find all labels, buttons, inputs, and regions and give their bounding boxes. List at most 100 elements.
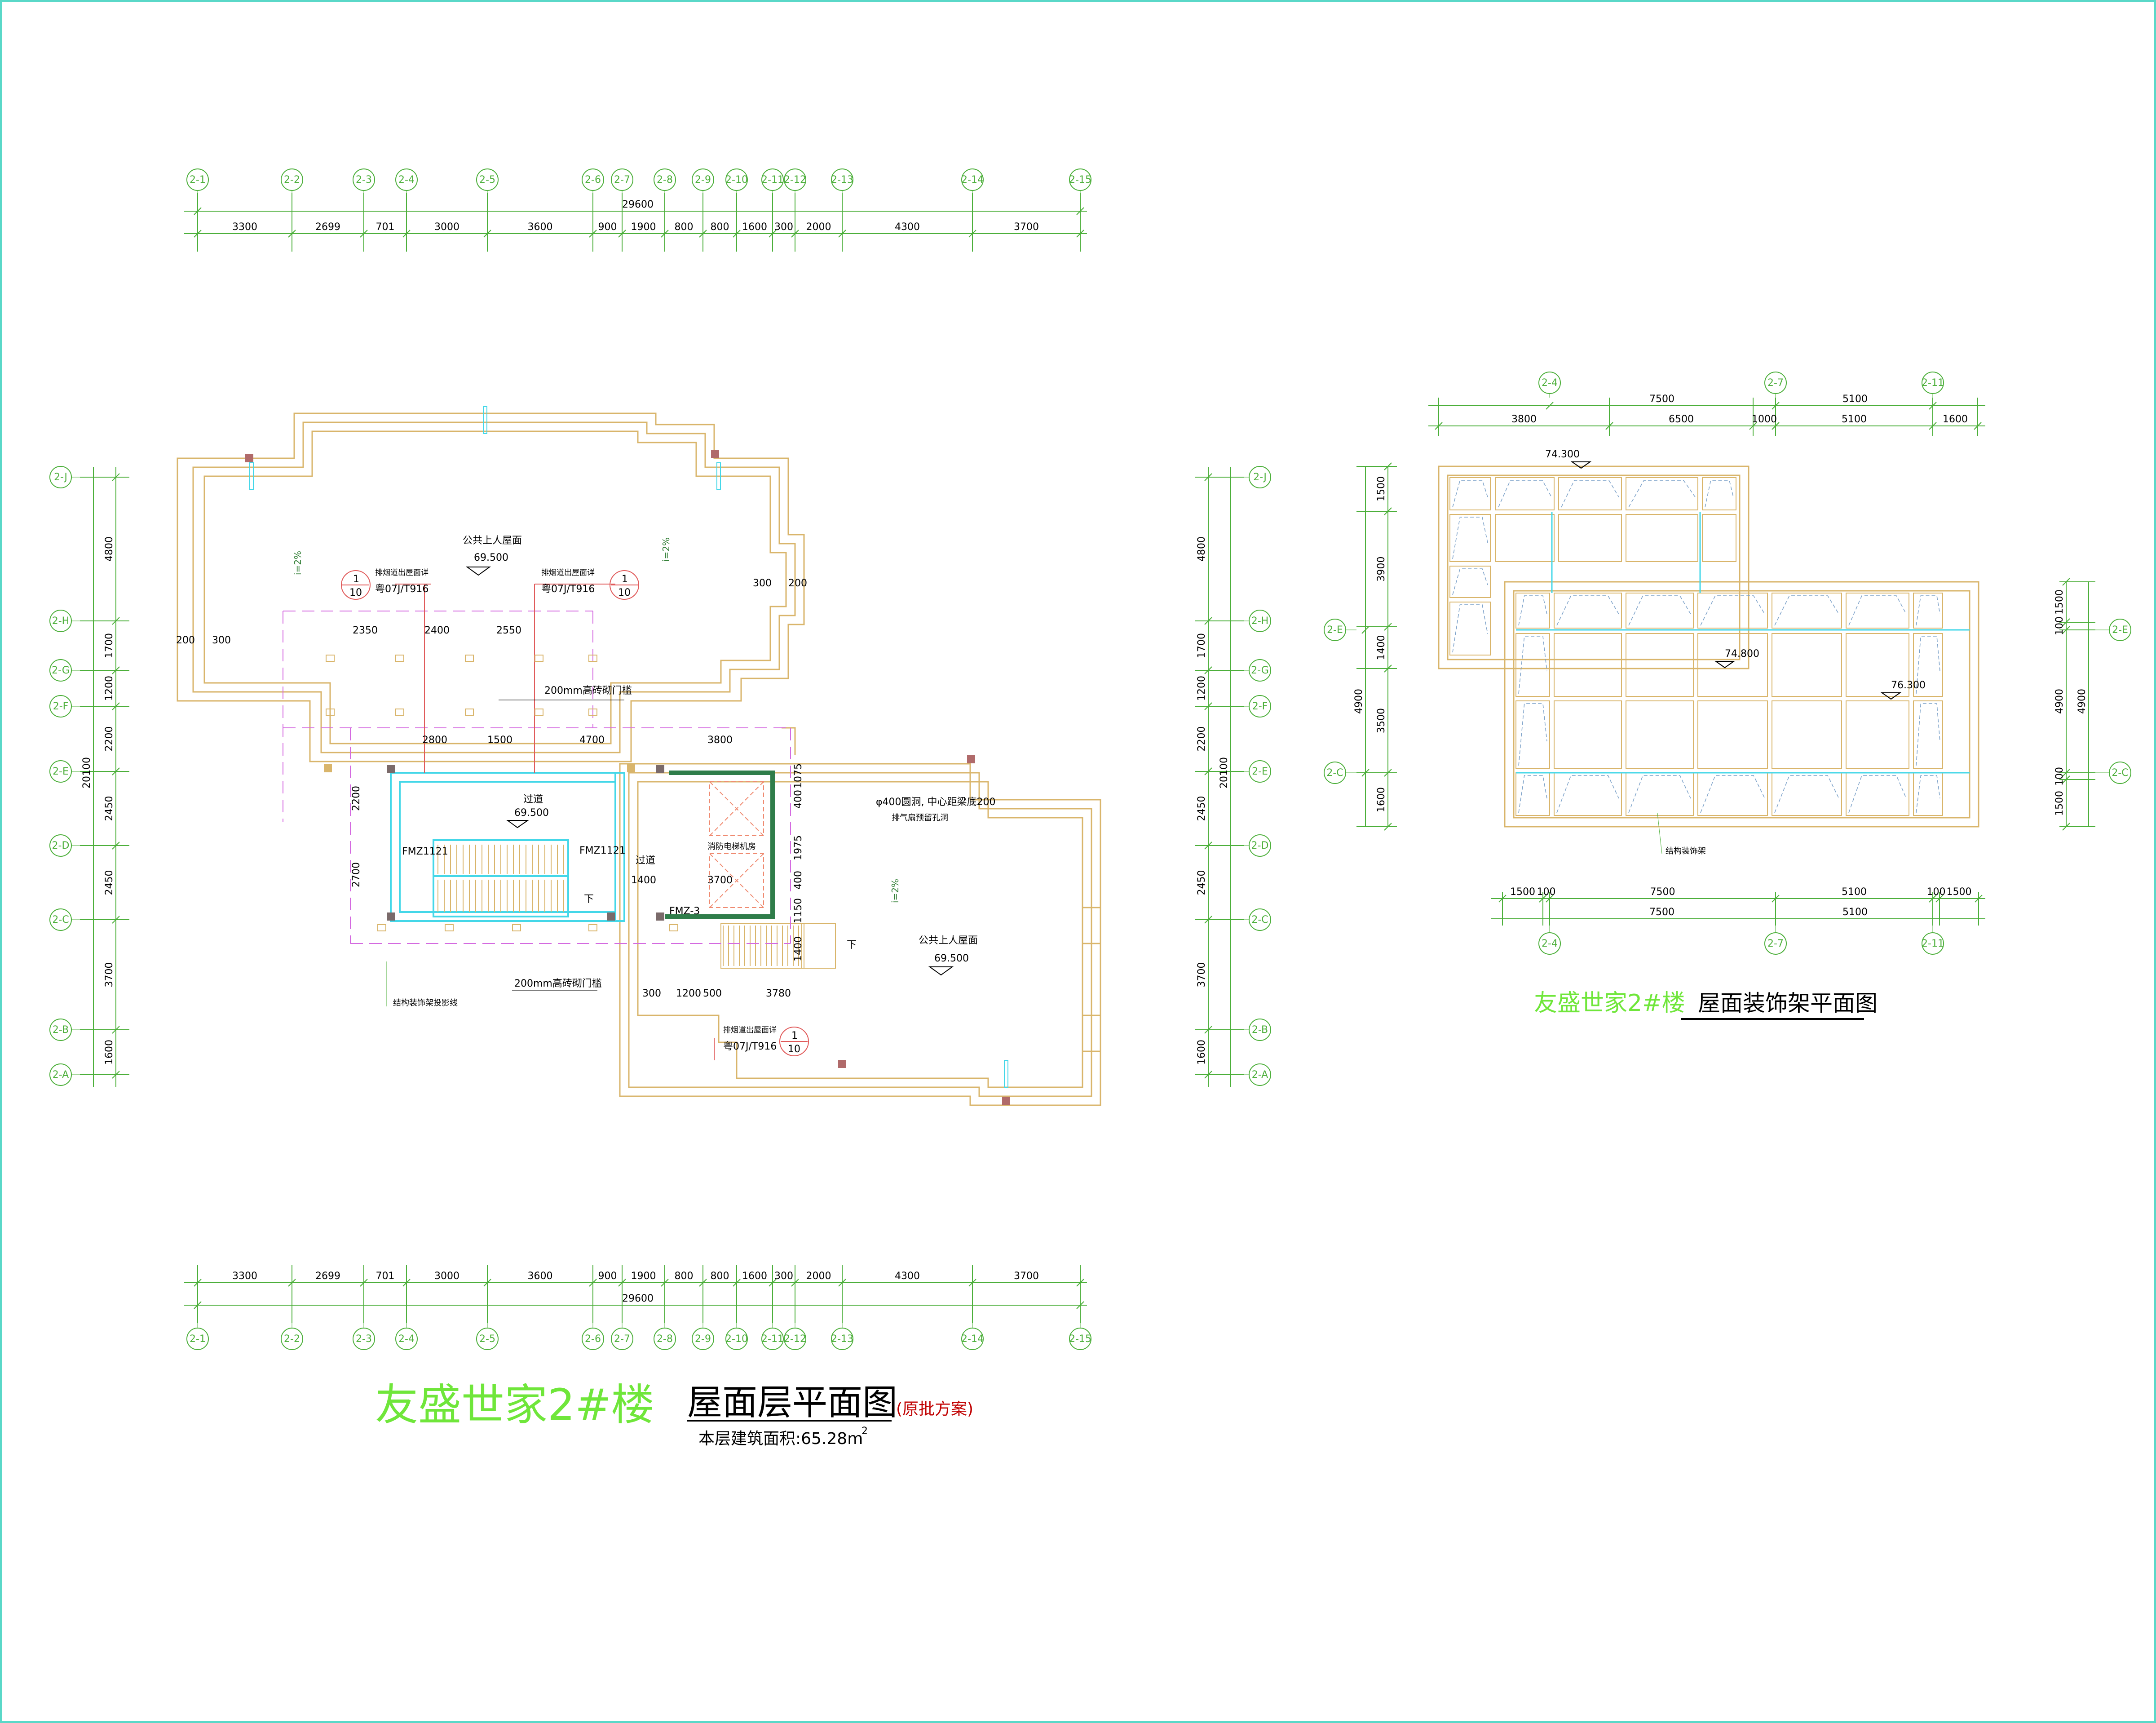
svg-text:排烟道出屋面详: 排烟道出屋面详 [541,568,595,577]
frame-cell [1495,514,1555,562]
dim-tick [1384,769,1392,777]
dim-text: 2550 [496,625,521,636]
axis-bubble [961,168,984,191]
axis-label: 2-12 [784,174,806,186]
dim-tick [1384,507,1392,515]
column [838,1060,846,1068]
dim-tick [194,207,202,215]
dim-text: 800 [711,1271,729,1282]
axis-label: 2-A [1252,1069,1268,1081]
dim-text: 1600 [104,1040,115,1065]
axis-label: 2-5 [479,1333,495,1345]
column [387,765,395,773]
roof-drain [395,655,404,662]
threshold-note-a: 200mm高砖砌门槛 [544,685,632,696]
frame-brace [1774,775,1839,813]
stair-down-2: 下 [847,939,857,951]
roof-drain [588,655,597,662]
area-superscript: 2 [862,1426,868,1437]
axis-bubble [353,1328,375,1350]
axis-label: 2-8 [657,174,673,186]
elev-marker [928,966,954,976]
dim-tick [1204,1026,1212,1034]
axis-label: 2-3 [356,174,372,186]
dim-text: 3700 [707,875,733,886]
axis-label: 2-H [1251,616,1268,627]
dim-text: 1400 [793,936,804,961]
axis-bubble [692,1328,714,1350]
dim-text: 2200 [1196,726,1207,752]
dim-text: 6500 [1669,414,1694,425]
svg-text:1: 1 [791,1030,798,1041]
dim-total: 20100 [81,757,93,788]
dim-text: 300 [774,1271,793,1282]
slope-mid: i=2% [890,879,901,903]
frame-cell [1515,593,1550,629]
frame-cell [1772,700,1842,769]
dim-text: 1900 [631,221,656,233]
column [1002,1097,1010,1105]
dim-text: 4300 [895,221,920,233]
dim-text: 1500 [1510,886,1535,898]
dim-tick [1975,895,1983,903]
frame-brace [1498,480,1552,508]
roof-drain [669,924,678,931]
axis-bubble [186,1328,209,1350]
threshold-note-b: 200mm高砖砌门槛 [514,978,602,989]
dim-text: 1075 [793,763,804,788]
frame-cell [1515,772,1550,816]
svg-text:粤07J/T916: 粤07J/T916 [375,584,429,595]
axis-bubble [353,168,375,191]
frame-brace [1916,775,1940,813]
dim-tick [791,230,799,238]
frame-cell [1515,633,1550,697]
axis-label: 2-10 [725,174,748,186]
dim-tick [2062,823,2070,831]
axis-label: 2-7 [614,1333,630,1345]
dim-tick [1772,895,1780,903]
frame-cell [1626,593,1694,629]
svg-text:10: 10 [618,587,631,598]
frame-brace [1556,775,1619,813]
dim-text: 1500 [2054,589,2065,615]
frame-cell [1515,700,1550,769]
axis-label: 2-15 [1069,174,1091,186]
dim-tick [1361,626,1370,634]
dim-tick [2062,775,2070,784]
column [324,764,332,772]
axis-label: 2-G [1251,665,1269,676]
dim-tick [618,230,626,238]
stair-down-1: 下 [584,894,594,905]
frame-cell [1846,593,1909,629]
dim-tick [288,230,296,238]
dim-tick [1605,422,1613,430]
dim-tick [661,230,669,238]
dim-tick [112,1026,120,1034]
dim-text: 2000 [806,1271,831,1282]
dim-text: 800 [711,221,729,233]
frame-cell [1913,700,1943,769]
dim-text: 1200 [1196,676,1207,701]
elevator-shaft-marks [709,781,764,908]
axis-bubble [761,168,784,191]
frame-cell [1697,593,1768,629]
dim-tick [2062,578,2070,586]
overflow-pipe [716,462,721,490]
dim-text: 5100 [1842,394,1868,405]
axis-label: 2-13 [831,174,853,186]
axis-label: 2-9 [695,1333,711,1345]
dim-tick [112,473,120,481]
frame-grid-cells [1449,477,1970,816]
dim-text: 7500 [1649,907,1674,918]
frame-brace [1774,595,1839,626]
frame-cell [1772,633,1842,697]
dim-tick [360,230,368,238]
frame-brace [1556,595,1619,626]
dim-tick [1076,207,1084,215]
dim-text: 2400 [424,625,450,636]
dim-tick [1204,1071,1212,1079]
dim-tick [1076,1301,1084,1309]
axis-label: 2-F [1252,701,1268,712]
roof-drain [395,709,404,716]
